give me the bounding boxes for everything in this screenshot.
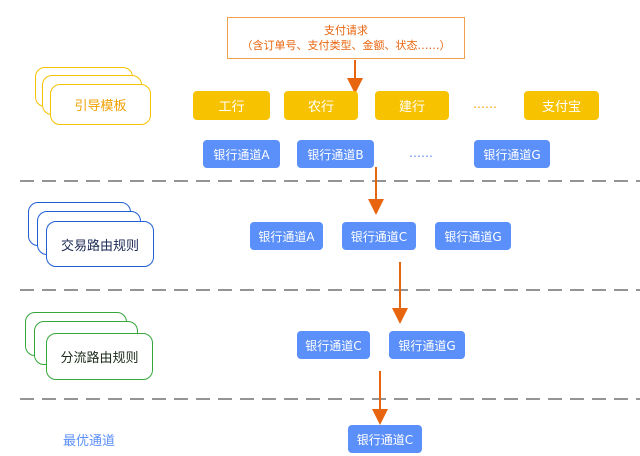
bank-alipay: 支付宝 bbox=[524, 91, 599, 120]
channel-b-row1: 银行通道B bbox=[297, 140, 374, 168]
routing-rule-text: 交易路由规则 bbox=[60, 238, 139, 254]
bank-ellipsis: …… bbox=[473, 97, 497, 111]
payment-request-box: 支付请求 （含订单号、支付类型、金额、状态……） bbox=[227, 17, 465, 59]
routing-rule-label: 交易路由规则 bbox=[46, 221, 154, 267]
bank-icbc: 工行 bbox=[193, 91, 270, 120]
bank-abc: 农行 bbox=[284, 91, 358, 120]
guide-template-text: 引导模板 bbox=[74, 99, 127, 114]
request-title: 支付请求 bbox=[324, 24, 368, 37]
channel-ellipsis-row1: …… bbox=[409, 146, 433, 160]
channel-c-row3: 银行通道C bbox=[297, 331, 370, 359]
split-rule-label: 分流路由规则 bbox=[46, 333, 153, 380]
channel-g-row2: 银行通道G bbox=[435, 222, 511, 250]
request-detail: （含订单号、支付类型、金额、状态……） bbox=[241, 39, 451, 52]
guide-template-label: 引导模板 bbox=[50, 84, 151, 125]
final-channel-c: 银行通道C bbox=[348, 425, 422, 453]
best-channel-label: 最优通道 bbox=[63, 434, 116, 449]
channel-g-row3: 银行通道G bbox=[389, 331, 465, 359]
channel-c-row2: 银行通道C bbox=[342, 222, 416, 250]
bank-ccb: 建行 bbox=[375, 91, 449, 120]
channel-a-row1: 银行通道A bbox=[203, 140, 280, 168]
channel-a-row2: 银行通道A bbox=[250, 222, 323, 250]
split-rule-text: 分流路由规则 bbox=[60, 351, 139, 366]
channel-g-row1: 银行通道G bbox=[474, 140, 550, 168]
